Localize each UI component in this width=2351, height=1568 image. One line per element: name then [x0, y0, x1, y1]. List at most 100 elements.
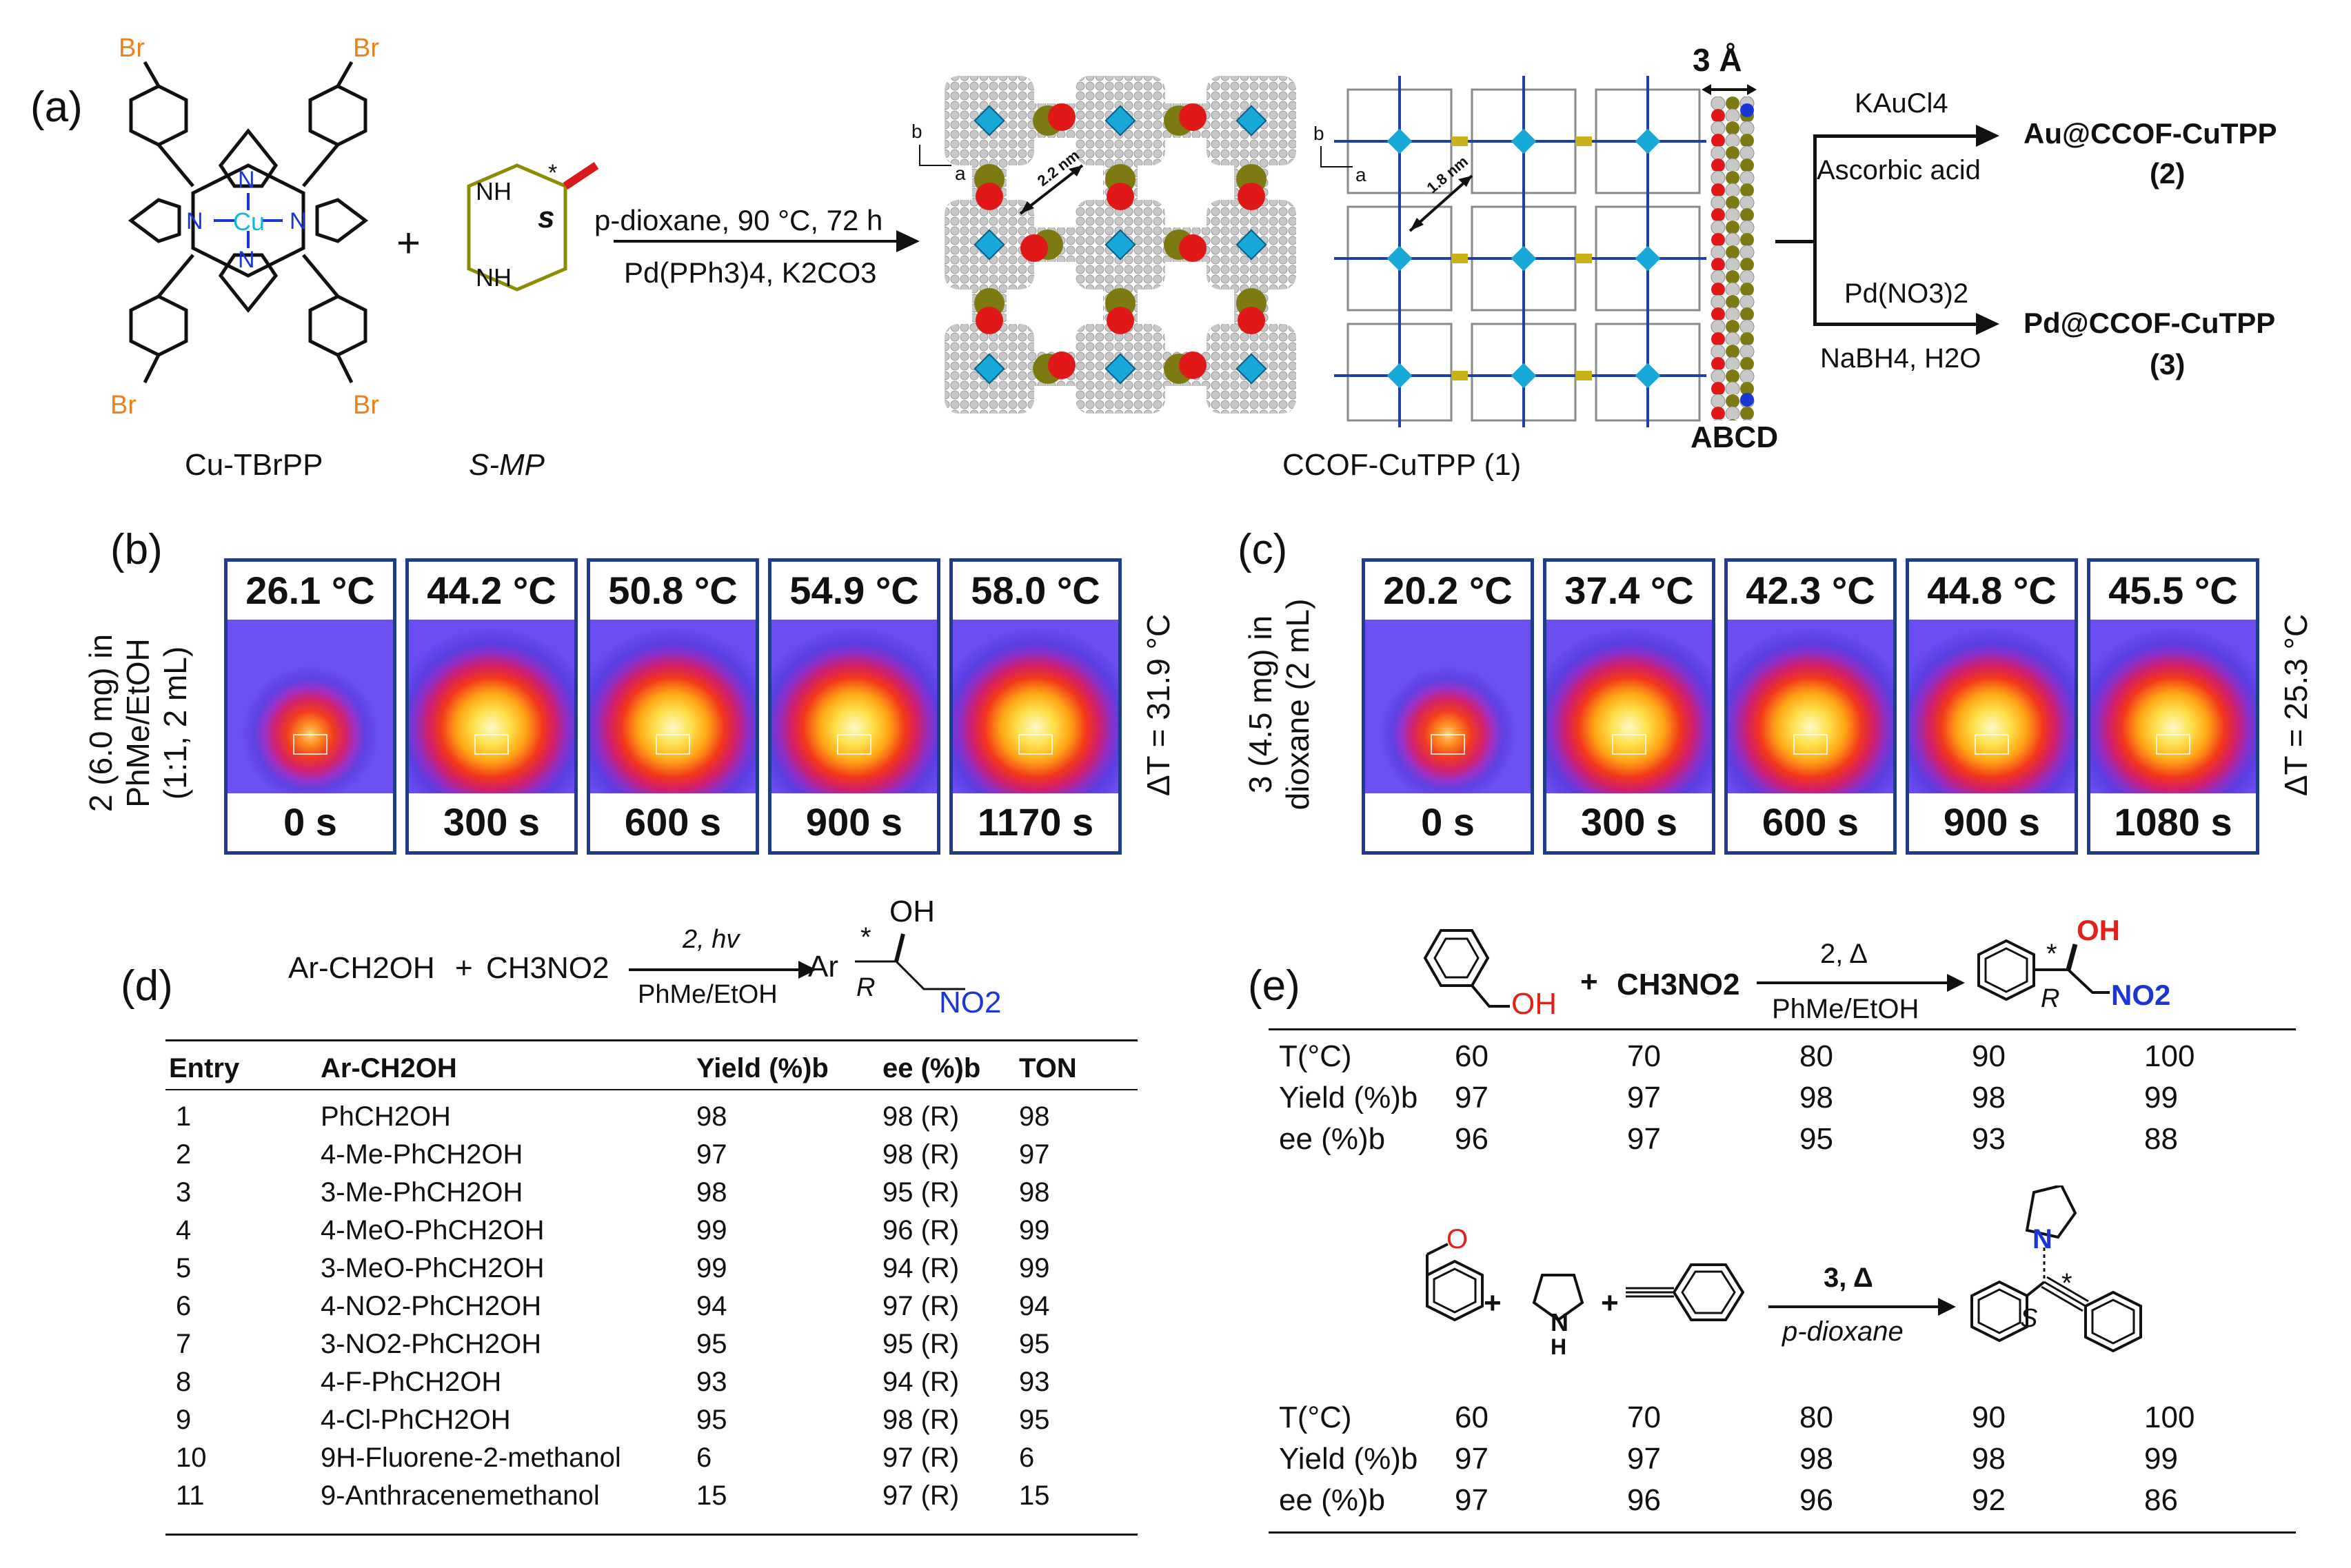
condition-top: p-dioxane, 90 °C, 72 h: [594, 204, 883, 236]
thermal-image: [771, 620, 937, 793]
table-d-header-rule: [165, 1089, 1138, 1090]
frame-temperature: 58.0 °C: [953, 562, 1118, 620]
table-d-cell: 15: [696, 1480, 727, 1511]
table-d-cell: 94: [1019, 1291, 1050, 1321]
table-d-cell: 3-MeO-PhCH2OH: [321, 1253, 545, 1283]
table-d-top-rule: [165, 1039, 1138, 1041]
table-d-header-substrate: Ar-CH2OH: [321, 1053, 457, 1083]
table-d-cell: 99: [696, 1215, 727, 1245]
scheme-e-upper-catalyst: 2, Δ: [1820, 939, 1868, 969]
thermal-image: [1728, 620, 1893, 793]
cof-stick-image: 1.8 nm: [1334, 76, 1706, 427]
thermal-image: [228, 620, 393, 793]
panel-e-label: (e): [1248, 962, 1300, 1010]
frame-time: 300 s: [1546, 793, 1712, 851]
nh-label-top: NH: [476, 177, 512, 205]
table-d-cell: 3: [176, 1177, 192, 1208]
scheme-d-product-ar: Ar: [808, 950, 838, 984]
condition-bottom: Pd(PPh3)4, K2CO3: [624, 256, 877, 289]
table-e-bottom-rule: [1269, 1531, 2296, 1534]
table-d-cell: 98 (R): [882, 1405, 960, 1435]
table-d-cell: 4-F-PhCH2OH: [321, 1367, 502, 1397]
table-e-row-label: Yield (%)b: [1279, 1442, 1418, 1476]
table-e-upper-top-rule: [1269, 1028, 2296, 1030]
upper-product: Au@CCOF-CuTPP: [2024, 117, 2277, 150]
table-d-cell: 97: [1019, 1139, 1050, 1170]
upper-product-number: (2): [2150, 157, 2186, 190]
reaction-arrow: [614, 240, 903, 243]
table-d-cell: 3-NO2-PhCH2OH: [321, 1329, 542, 1359]
frame-time: 300 s: [409, 793, 574, 851]
table-d-cell: 6: [1019, 1443, 1035, 1473]
table-e-cell: 60: [1455, 1039, 1489, 1073]
scheme-e-upper-solvent: PhMe/EtOH: [1772, 994, 1919, 1024]
n-label-left: N: [186, 208, 203, 234]
table-d-cell: 93: [696, 1367, 727, 1397]
thermal-image: [1365, 620, 1531, 793]
br-label-br: Br: [353, 391, 379, 420]
thermal-frame-b1: 26.1 °C 0 s: [224, 558, 396, 855]
frame-time: 1170 s: [953, 793, 1118, 851]
table-d-cell: 2: [176, 1139, 192, 1170]
table-d-cell: 9-Anthracenemethanol: [321, 1480, 600, 1511]
scheme-e-lower-nh-n: N: [1551, 1308, 1568, 1336]
thermal-image: [409, 620, 574, 793]
table-d-cell: 10: [176, 1443, 207, 1473]
table-e-cell: 99: [2144, 1442, 2178, 1476]
frame-time: 900 s: [1909, 793, 2075, 851]
table-d-header-ton: TON: [1019, 1053, 1077, 1083]
axis-a-1: a: [955, 163, 966, 184]
table-d-cell: 95: [696, 1405, 727, 1435]
thermal-frame-c5: 45.5 °C 1080 s: [2087, 558, 2259, 855]
branch-stem: [1775, 240, 1817, 243]
upper-reagent-1: KAuCl4: [1855, 88, 1948, 119]
scheme-e-lower-plus-2: +: [1601, 1286, 1619, 1320]
thermal-frame-b4: 54.9 °C 900 s: [768, 558, 940, 855]
pore-size-2: 1.8 nm: [1423, 152, 1471, 196]
table-e-cell: 100: [2144, 1401, 2195, 1434]
scheme-d-plus: +: [455, 951, 473, 985]
table-d-cell: 4: [176, 1215, 192, 1245]
reactant2-name: S-MP: [469, 448, 545, 482]
table-d-cell: 6: [176, 1291, 192, 1321]
stacking-column-image: [1708, 96, 1757, 420]
scheme-e-lower-arrow: [1768, 1305, 1941, 1308]
benzyl-alcohol-structure: [1423, 929, 1510, 1008]
table-e-cell: 86: [2144, 1483, 2178, 1517]
scheme-d-reactant1: Ar-CH2OH: [288, 951, 435, 985]
table-e-cell: 90: [1972, 1039, 2006, 1073]
table-e-row-label: Yield (%)b: [1279, 1081, 1418, 1114]
axis-glyph-1: [919, 145, 951, 166]
scheme-d-reactant2: CH3NO2: [486, 951, 609, 985]
scheme-e-upper-product-oh: OH: [2077, 914, 2120, 946]
table-d-header-entry: Entry: [169, 1053, 240, 1083]
thermal-frame-b3: 50.8 °C 600 s: [587, 558, 759, 855]
table-d-cell: 94: [696, 1291, 727, 1321]
table-d-cell: 9: [176, 1405, 192, 1435]
thermal-frame-b5: 58.0 °C 1170 s: [949, 558, 1122, 855]
axis-a-2: a: [1355, 164, 1366, 185]
frame-temperature: 54.9 °C: [771, 562, 937, 620]
table-d-cell: 95 (R): [882, 1329, 960, 1359]
frame-temperature: 44.8 °C: [1909, 562, 2075, 620]
table-d-cell: 99: [696, 1253, 727, 1283]
table-e-cell: 97: [1455, 1442, 1489, 1476]
scheme-e-upper-reagent: CH3NO2: [1617, 968, 1740, 1001]
thermal-image: [1909, 620, 2075, 793]
table-e-cell: 97: [1627, 1442, 1661, 1476]
table-d-cell: 97: [696, 1139, 727, 1170]
stereo-s-label: s: [538, 201, 554, 234]
table-e-cell: 88: [2144, 1122, 2178, 1156]
table-e-cell: 80: [1799, 1039, 1833, 1073]
table-d-cell: 4-Cl-PhCH2OH: [321, 1405, 511, 1435]
table-e-cell: 98: [1972, 1442, 2006, 1476]
stereo-star: *: [548, 160, 557, 186]
nitroalcohol-product-structure: [1977, 939, 2110, 1001]
table-d-cell: PhCH2OH: [321, 1101, 451, 1132]
arrowhead-lower: [1976, 313, 1999, 335]
table-e-cell: 80: [1799, 1401, 1833, 1434]
table-d-cell: 1: [176, 1101, 192, 1132]
n-label-right: N: [290, 208, 307, 234]
branch-arrow-upper: [1813, 134, 1979, 138]
scheme-e-upper-star: *: [2046, 939, 2057, 969]
